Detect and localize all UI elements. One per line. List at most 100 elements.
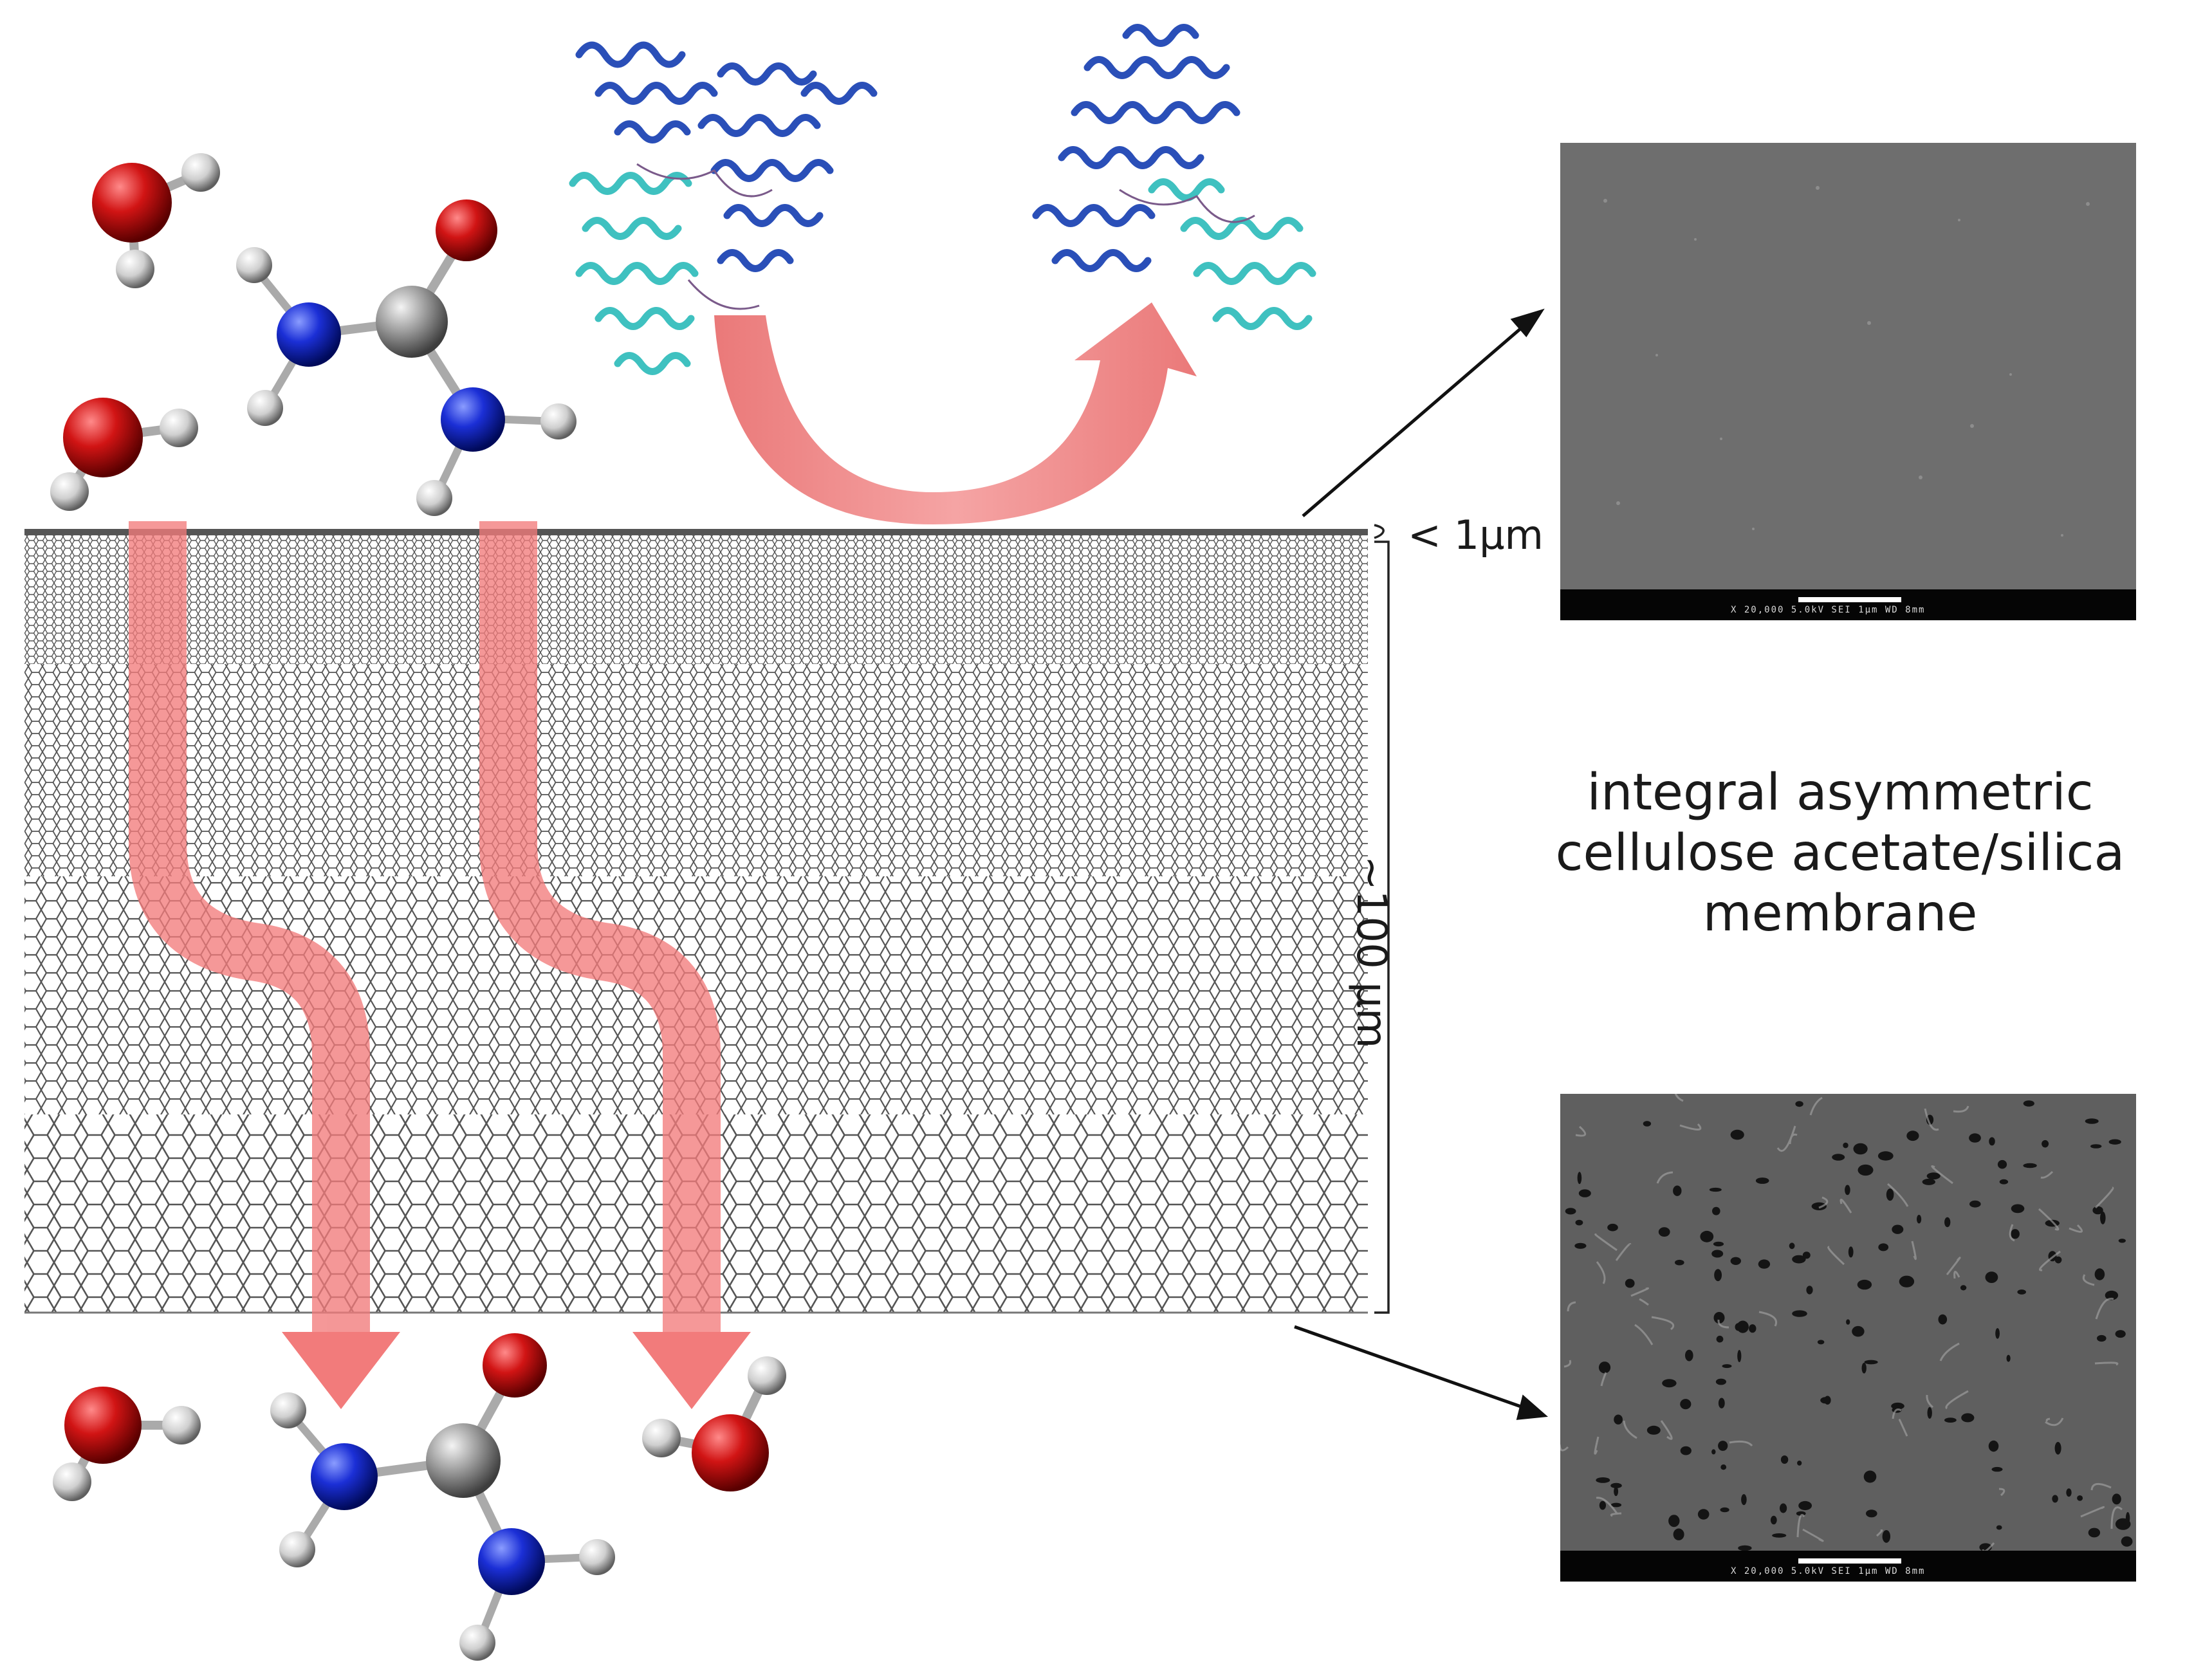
sem-pore bbox=[1848, 1246, 1854, 1258]
sem-ridge bbox=[1567, 1301, 1576, 1312]
hydrogen-atom bbox=[236, 247, 272, 283]
sem-pore bbox=[1770, 1515, 1777, 1525]
sem-pore bbox=[1607, 1223, 1618, 1232]
hydrogen-atom bbox=[579, 1539, 615, 1575]
hydrogen-atom bbox=[270, 1392, 306, 1428]
sem-pore bbox=[1610, 1482, 1622, 1488]
sem-pore bbox=[2017, 1289, 2026, 1295]
sem-pore bbox=[2118, 1239, 2126, 1243]
membrane-skin-layer bbox=[24, 529, 1368, 535]
protein-before bbox=[569, 41, 878, 375]
hydrogen-atom bbox=[160, 409, 198, 447]
sem-pore bbox=[1899, 1275, 1915, 1288]
permeation-arrowhead-water bbox=[632, 1332, 751, 1409]
sem-pore bbox=[1730, 1257, 1741, 1265]
sem-pore bbox=[2023, 1163, 2037, 1168]
sem-ridge bbox=[1630, 1287, 1649, 1297]
sem-pore bbox=[1700, 1230, 1714, 1242]
sem-pore bbox=[1832, 1154, 1845, 1161]
carbon-atom bbox=[376, 286, 448, 358]
sem-pore bbox=[1817, 1340, 1825, 1345]
sem-pore bbox=[2077, 1495, 2083, 1501]
bulk-thickness-label: ~100 µm bbox=[1347, 856, 1395, 1049]
sem-top-info-text: X 20,000 5.0kV SEI 1µm WD 8mm bbox=[1731, 605, 1926, 615]
sem-pore bbox=[1985, 1271, 1998, 1283]
sem-ridge bbox=[2045, 1417, 2064, 1426]
sem-pore bbox=[1711, 1449, 1716, 1455]
sem-pore bbox=[1917, 1215, 1922, 1224]
sem-pore bbox=[1969, 1133, 1981, 1143]
sem-bottom-scale-bar bbox=[1798, 1558, 1901, 1564]
oxygen-atom bbox=[436, 199, 497, 261]
sem-ridge bbox=[1717, 1319, 1729, 1329]
sem-pore bbox=[1599, 1500, 1606, 1510]
sem-pore bbox=[1680, 1446, 1692, 1455]
sem-pore bbox=[1772, 1533, 1787, 1538]
hydrogen-atom bbox=[279, 1531, 315, 1567]
hydrogen-atom bbox=[748, 1356, 786, 1395]
sem-pore bbox=[1792, 1310, 1807, 1317]
top-sem-pointer-head bbox=[1510, 308, 1545, 338]
sem-pore bbox=[1922, 1178, 1935, 1185]
sem-ridge bbox=[1594, 1436, 1600, 1455]
sem-pore bbox=[1596, 1477, 1610, 1483]
sem-pore bbox=[1780, 1455, 1789, 1464]
sem-pore bbox=[1926, 1172, 1941, 1180]
sem-pore bbox=[1853, 1143, 1868, 1155]
sem-pore bbox=[1598, 1362, 1611, 1374]
sem-ridge bbox=[2039, 1250, 2061, 1271]
sem-ridge bbox=[1596, 1261, 1606, 1284]
sem-ridge bbox=[1887, 1183, 1909, 1207]
sem-ridge bbox=[1911, 1241, 1917, 1260]
permeation-path-water bbox=[479, 521, 721, 1335]
sem-pore bbox=[1755, 1177, 1769, 1184]
sem-ridge bbox=[2090, 1482, 2112, 1491]
sem-pore bbox=[2011, 1204, 2025, 1214]
sem-ridge bbox=[1926, 1394, 1933, 1408]
sem-pore bbox=[1789, 1242, 1795, 1250]
sem-pore bbox=[1712, 1206, 1720, 1215]
sem-pore bbox=[1713, 1241, 1724, 1247]
sem-pore bbox=[1846, 1319, 1850, 1325]
sem-pore bbox=[1995, 1328, 2000, 1339]
sem-pore bbox=[2054, 1256, 2062, 1264]
sem-ridge bbox=[1594, 1233, 1618, 1251]
sem-pore bbox=[1997, 1159, 2007, 1169]
bottom-sem-pointer-line bbox=[1294, 1325, 1529, 1411]
sem-ridge bbox=[2095, 1297, 2114, 1320]
sem-pore bbox=[1944, 1417, 1957, 1423]
sem-pore bbox=[1758, 1259, 1771, 1269]
sem-pore bbox=[2054, 1442, 2061, 1455]
sem-pore bbox=[2115, 1518, 2131, 1530]
sem-ridge bbox=[1827, 1246, 1845, 1266]
sem-pore bbox=[1749, 1324, 1756, 1333]
sem-ridge bbox=[1802, 1528, 1824, 1542]
sem-ridge bbox=[1946, 1257, 1961, 1275]
sem-pore bbox=[1718, 1398, 1725, 1408]
sem-pore bbox=[2006, 1354, 2011, 1362]
sem-ridge bbox=[1596, 1497, 1618, 1514]
oxygen-atom bbox=[64, 1387, 142, 1464]
sem-pore bbox=[1811, 1202, 1827, 1210]
sem-pore bbox=[1614, 1414, 1623, 1425]
sem-pore bbox=[2090, 1144, 2102, 1149]
hydrogen-atom bbox=[416, 480, 452, 516]
skin-thickness-label: < 1µm bbox=[1408, 512, 1544, 558]
sem-ridge bbox=[2045, 1417, 2051, 1423]
hydrogen-atom bbox=[642, 1419, 681, 1457]
oxygen-atom bbox=[692, 1414, 769, 1491]
sem-ridge bbox=[1876, 1529, 1883, 1537]
sem-ridge bbox=[1839, 1199, 1852, 1214]
sem-ridge bbox=[1945, 1390, 1969, 1410]
sem-pore bbox=[1866, 1509, 1877, 1518]
sem-pore bbox=[1722, 1364, 1732, 1369]
sem-pore bbox=[2023, 1100, 2034, 1107]
sem-pore bbox=[1673, 1185, 1682, 1196]
sem-pore bbox=[1662, 1379, 1677, 1388]
sem-pore bbox=[1741, 1494, 1747, 1506]
sem-pore bbox=[1927, 1407, 1932, 1419]
sem-ridge bbox=[1660, 1420, 1673, 1440]
water-molecule-top-2 bbox=[50, 398, 198, 511]
sem-pore bbox=[1961, 1413, 1975, 1423]
